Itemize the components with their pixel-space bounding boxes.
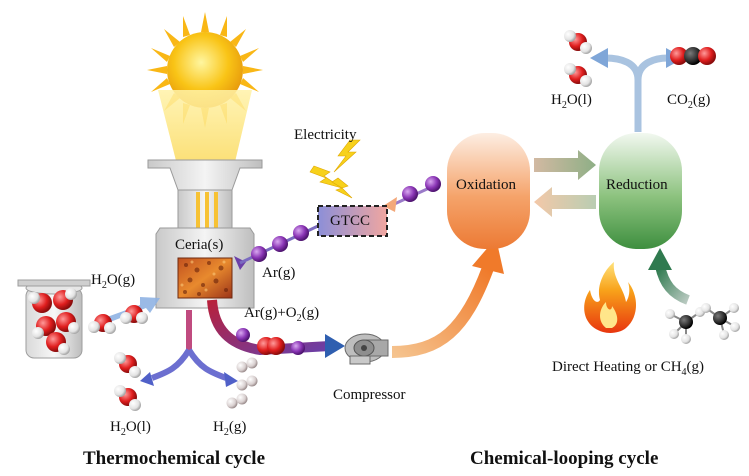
h2o-liquid-label-right: H2O(l) [551,92,592,111]
ar-o2-label: Ar(g)+O2(g) [244,305,320,324]
ceria-label: Ceria(s) [175,237,224,253]
fuel-to-reduction-arrow [648,248,690,305]
water-molecules-tank [28,288,80,355]
lightning-icon [309,139,361,199]
compressor-label: Compressor [333,387,406,403]
chemical-looping-cycle-caption: Chemical-looping cycle [470,448,659,469]
oxidation-label: Oxidation [456,177,516,193]
co2-molecule [670,47,716,65]
compressor-icon [344,333,389,365]
h2o-gas-label: H2O(g) [91,272,136,291]
reduction-label: Reduction [606,177,668,193]
hydrogen-molecules [226,357,258,409]
ar-o2-molecule-chain [236,328,305,355]
methane-molecules [665,303,740,344]
h2-gas-label: H2(g) [213,419,247,438]
reduction-reactor [599,133,682,249]
solar-reactor [147,159,263,309]
co2-gas-label: CO2(g) [667,92,711,111]
oxidation-reactor [447,133,530,249]
sun-icon [147,12,263,128]
electricity-label: Electricity [294,127,357,143]
direct-heating-label: Direct Heating or CH4(g) [552,359,705,378]
flame-icon [584,262,636,333]
compressor-to-oxidation-arrow [391,238,504,358]
product-split-arrow [140,310,238,387]
water-molecules-product [114,352,141,411]
argon-atoms-return [251,225,309,262]
water-molecule-feed [88,305,148,334]
oxygen-carrier-transfer-arrows [534,150,596,217]
water-molecules-reduction [564,30,592,87]
thermochemical-cycle-caption: Thermochemical cycle [83,448,266,469]
gtcc-box [317,205,388,237]
reduction-product-arrow [590,48,684,132]
argon-to-gtcc-arrow [383,176,441,212]
h2o-liquid-label-left: H2O(l) [110,419,151,438]
argon-label: Ar(g) [262,265,296,281]
gtcc-label: GTCC [330,213,371,229]
